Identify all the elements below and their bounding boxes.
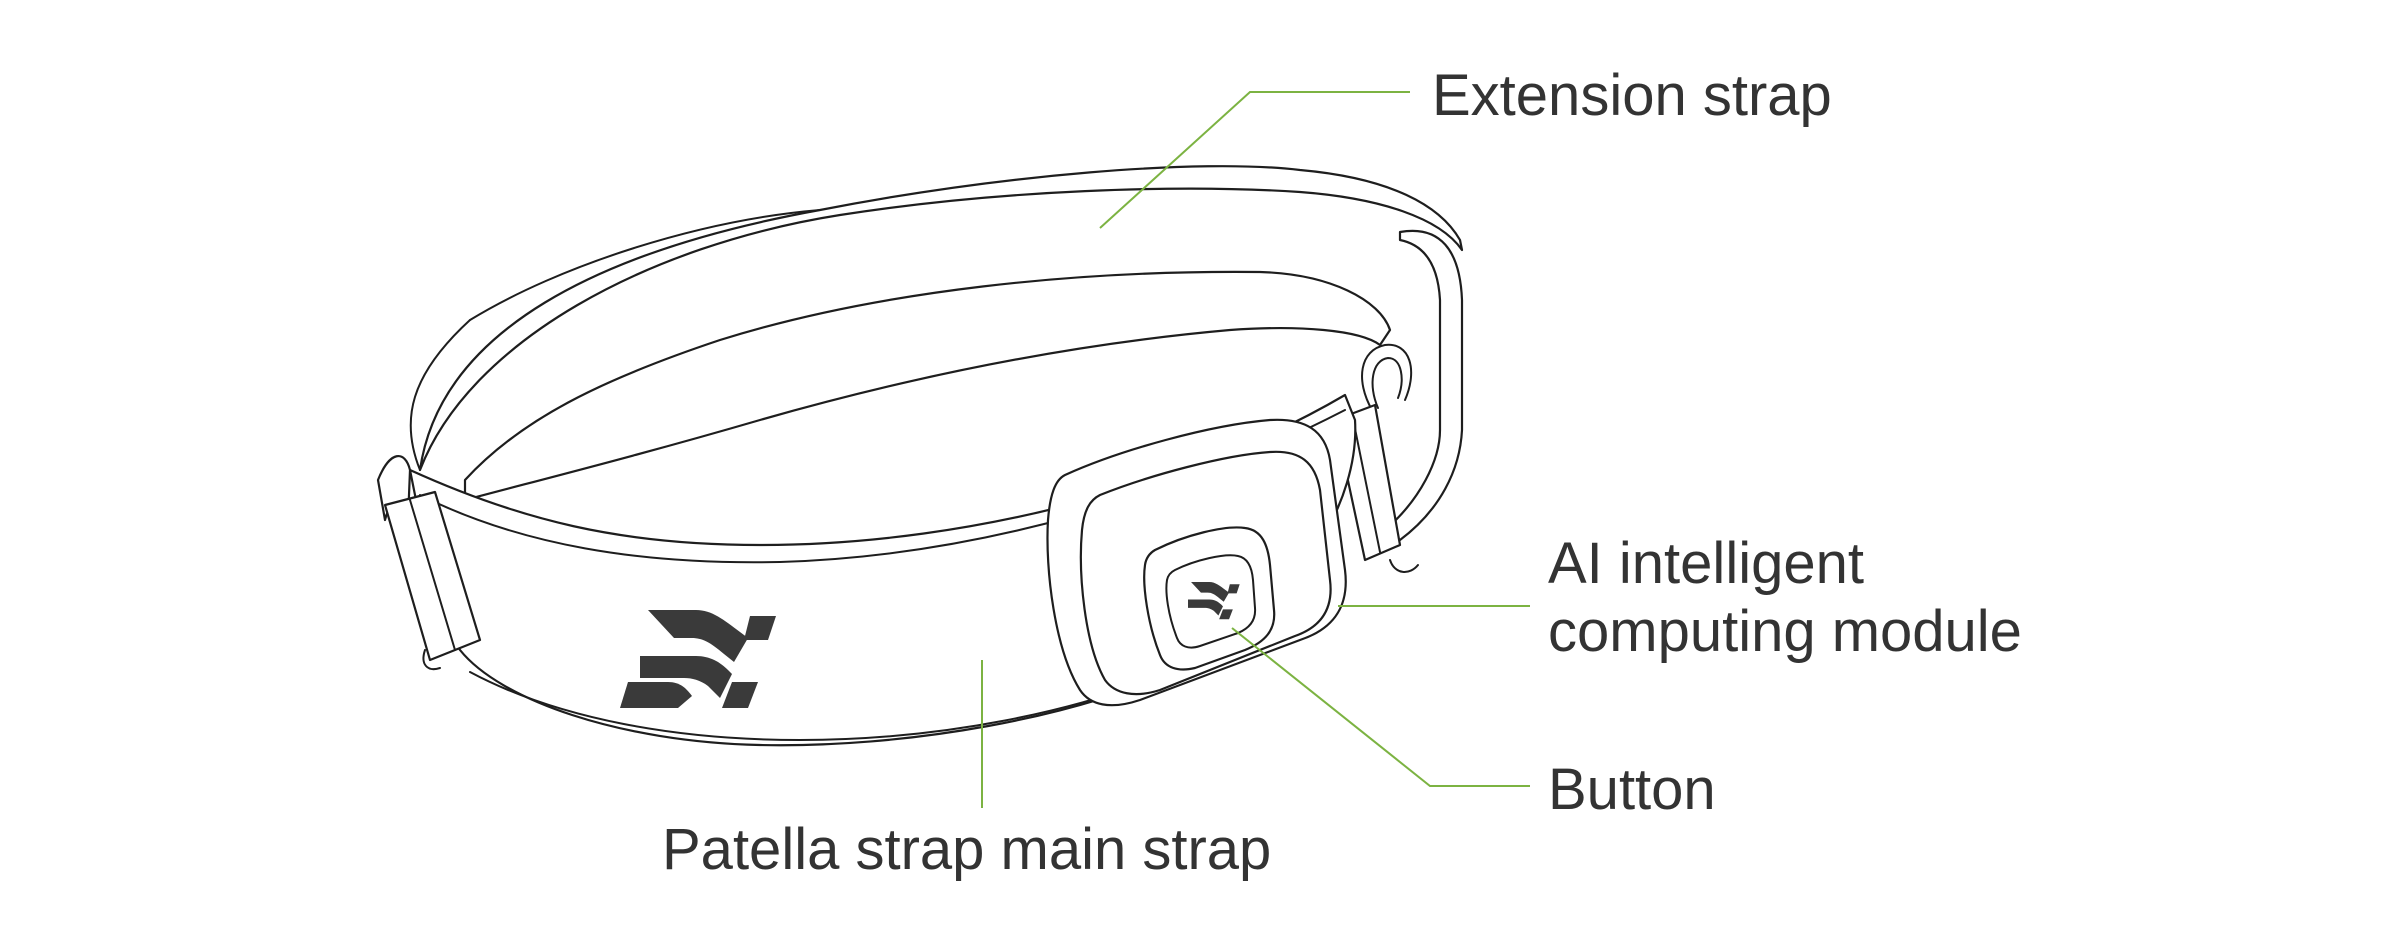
extension-strap — [409, 165, 1464, 502]
label-ai-module-line-1: AI intelligent — [1548, 531, 1864, 596]
label-extension-strap: Extension strap — [1432, 63, 1832, 128]
label-main-strap: Patella strap main strap — [662, 817, 1272, 882]
brand-s-logo-icon — [620, 610, 776, 708]
leader-button — [1231, 627, 1530, 787]
leader-extension-strap — [1099, 91, 1410, 229]
brand-s-logo-icon — [1188, 582, 1240, 620]
extension-strap-right-end — [1333, 229, 1464, 573]
leader-lines — [981, 91, 1530, 808]
module-button — [1143, 526, 1276, 671]
left-buckle — [376, 454, 482, 670]
label-ai-module-line-2: computing module — [1548, 599, 2022, 664]
label-ai-computing-module: AI intelligent computing module — [1548, 530, 2022, 666]
label-button: Button — [1548, 757, 1716, 822]
